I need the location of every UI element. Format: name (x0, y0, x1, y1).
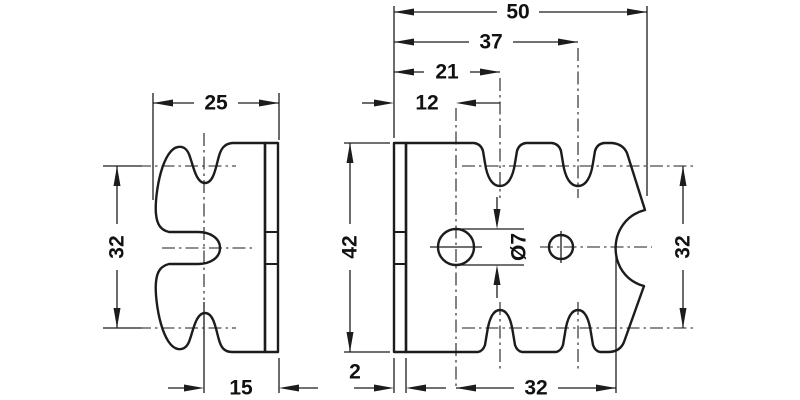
dim-label-25: 25 (204, 92, 228, 115)
arrowhead-left (394, 68, 414, 76)
dim-label-50: 50 (506, 1, 529, 24)
arrowhead-right (374, 384, 394, 392)
dim-label-37: 37 (479, 31, 502, 54)
arrowhead-down (346, 332, 354, 352)
side-flange (263, 141, 280, 354)
dim-front-width-50: 50 (394, 1, 647, 24)
arrowhead-up (679, 166, 687, 186)
arrowhead-left (456, 99, 476, 107)
dim-label-12: 12 (415, 92, 438, 115)
arrowhead-left (456, 384, 476, 392)
arrowhead-left (394, 38, 414, 46)
dim-label-32-bottom: 32 (524, 377, 547, 400)
arrowhead-left (406, 384, 426, 392)
dim-label-32-side: 32 (106, 235, 129, 258)
dim-label-21: 21 (435, 61, 459, 84)
arrowhead-right (259, 99, 279, 107)
dim-front-width-32-bottom: 32 (456, 252, 617, 400)
front-flange (392, 141, 408, 354)
front-centerlines (455, 48, 696, 390)
arrowhead-left (279, 384, 299, 392)
dim-side-width-25: 25 (152, 92, 280, 200)
arrowhead-down (493, 209, 501, 229)
arrowhead-left (153, 99, 173, 107)
dim-front-width-21: 21 (394, 61, 500, 84)
arrowhead-right (627, 8, 647, 16)
dim-hole-diameter-7: Ø7 (458, 197, 531, 298)
dim-label-32-right: 32 (672, 235, 695, 258)
dim-label-2: 2 (349, 361, 361, 384)
dim-front-height-32: 32 (672, 166, 695, 328)
dim-front-thickness-2: 2 (349, 358, 446, 393)
dim-side-height-32: 32 (103, 165, 142, 329)
front-view: 50 37 21 12 (339, 1, 696, 400)
arrowhead-right (184, 384, 204, 392)
dim-front-width-37: 37 (394, 31, 578, 54)
dim-front-height-42: 42 (339, 142, 390, 353)
dim-label-42: 42 (339, 235, 362, 258)
arrowhead-down (113, 308, 121, 328)
arrowhead-up (113, 166, 121, 186)
dim-side-width-15: 15 (168, 302, 318, 400)
dim-label-hole-diameter: Ø7 (508, 233, 531, 261)
arrowhead-down (679, 308, 687, 328)
arrowhead-up (493, 265, 501, 285)
dim-front-width-12: 12 (362, 92, 500, 115)
arrowhead-left (394, 8, 414, 16)
arrowhead-right (596, 384, 616, 392)
side-centerlines (138, 133, 252, 329)
arrowhead-right (558, 38, 578, 46)
side-view: 25 32 15 (103, 92, 318, 400)
arrowhead-right (480, 68, 500, 76)
dim-label-15: 15 (229, 377, 253, 400)
arrowhead-right (374, 99, 394, 107)
arrowhead-up (346, 143, 354, 163)
